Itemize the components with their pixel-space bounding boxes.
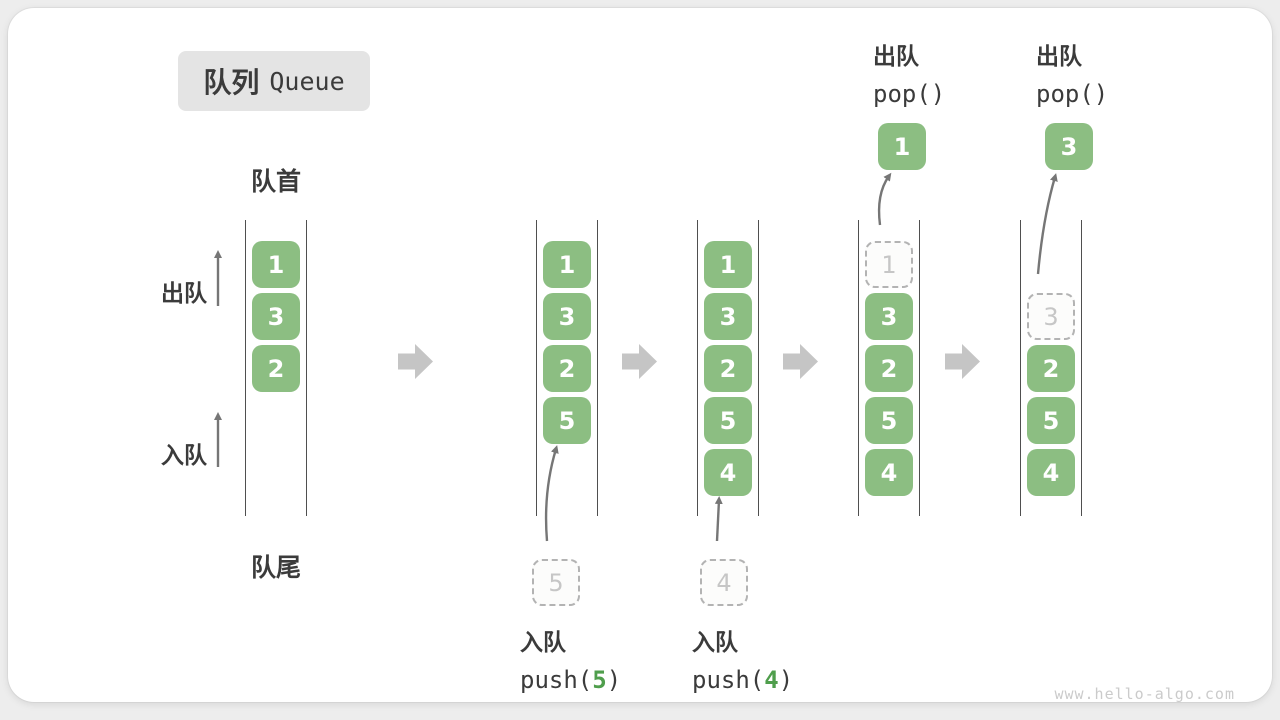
queue-item: 3 (704, 293, 752, 340)
queue-column-4: 1 3 2 5 4 (858, 220, 920, 516)
enqueue-op-label: 入队 (520, 630, 566, 656)
queue-item: 3 (252, 293, 300, 340)
queue-item: 5 (543, 397, 591, 444)
queue-item: 2 (543, 345, 591, 392)
queue-item: 1 (543, 241, 591, 288)
queue-item: 4 (1027, 449, 1075, 496)
dequeue-op-label: 出队 (1036, 44, 1082, 70)
queue-item: 1 (704, 241, 752, 288)
ghost-item: 3 (1027, 293, 1075, 340)
title-zh: 队列 (203, 66, 260, 99)
push-arg: 5 (592, 666, 607, 694)
title-en: Queue (269, 66, 345, 96)
popped-item: 3 (1045, 123, 1093, 170)
pop-1-code: pop() (873, 80, 946, 108)
popped-item: 1 (878, 123, 926, 170)
queue-column-1: 1 3 2 (245, 220, 307, 516)
watermark: www.hello-algo.com (1054, 685, 1235, 703)
queue-item: 1 (252, 241, 300, 288)
enqueue-ghost-box: 4 (700, 559, 748, 606)
queue-item: 4 (704, 449, 752, 496)
queue-item: 2 (1027, 345, 1075, 392)
ghost-item: 1 (865, 241, 913, 288)
pop-1-label: 出队 pop() (873, 37, 945, 108)
queue-item: 3 (865, 293, 913, 340)
enqueue-ghost-box: 5 (532, 559, 580, 606)
push-4-label: 入队 push(4) (692, 623, 793, 694)
queue-item: 5 (865, 397, 913, 444)
push-arg: 4 (764, 666, 779, 694)
queue-item: 5 (1027, 397, 1075, 444)
queue-column-2: 1 3 2 5 (536, 220, 598, 516)
queue-column-3: 1 3 2 5 4 (697, 220, 759, 516)
dequeue-op-label: 出队 (873, 44, 919, 70)
queue-item: 5 (704, 397, 752, 444)
pop-3-code: pop() (1036, 80, 1109, 108)
pop-3-label: 出队 pop() (1036, 37, 1108, 108)
push-4-code: push(4) (692, 666, 794, 694)
queue-column-5: 3 2 5 4 (1020, 220, 1082, 516)
queue-item: 2 (865, 345, 913, 392)
dequeue-side-label: 出队 (161, 281, 207, 307)
queue-item: 2 (704, 345, 752, 392)
enqueue-side-label: 入队 (161, 443, 207, 469)
queue-item: 2 (252, 345, 300, 392)
diagram-card: 队列 Queue 队首 队尾 出队 入队 1 3 2 1 3 2 5 1 3 2… (8, 8, 1272, 703)
queue-item: 4 (865, 449, 913, 496)
rear-label: 队尾 (250, 553, 301, 582)
push-5-label: 入队 push(5) (520, 623, 621, 694)
title-badge: 队列 Queue (178, 51, 370, 111)
push-5-code: push(5) (520, 666, 622, 694)
enqueue-op-label: 入队 (692, 630, 738, 656)
front-label: 队首 (250, 167, 301, 196)
queue-item: 3 (543, 293, 591, 340)
